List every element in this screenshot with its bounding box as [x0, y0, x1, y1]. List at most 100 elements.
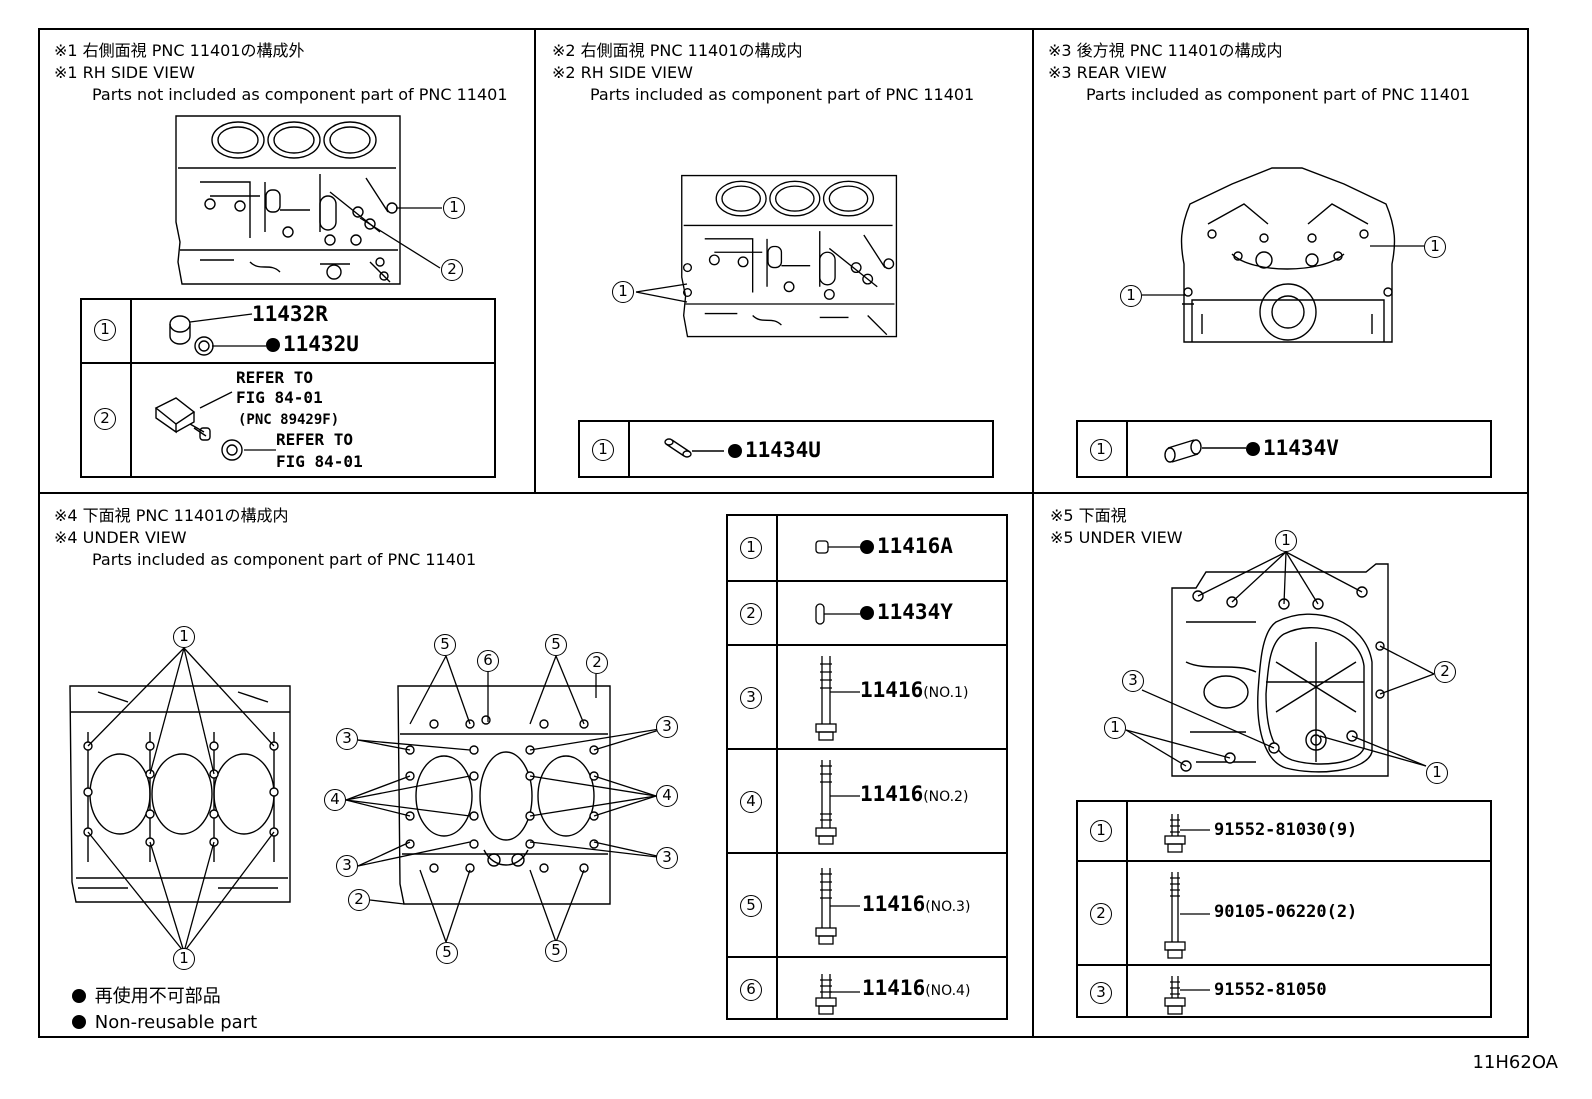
stud-bolt-icon [815, 656, 860, 741]
plug-icon [815, 603, 860, 625]
part-number-90105-06220: 90105-06220(2) [1214, 902, 1358, 922]
callout-1: 1 [173, 948, 195, 970]
callout-5: 5 [545, 634, 567, 656]
non-reusable-dot-icon [860, 540, 874, 554]
part-number-11432R: 11432R [252, 302, 328, 326]
row-number: 4 [740, 791, 762, 813]
leader-lines [189, 313, 266, 347]
callout-1: 1 [173, 626, 195, 648]
part-number-11432U: 11432U [266, 332, 359, 356]
table-row: 3 11416(NO.1) [728, 644, 1006, 750]
callout-3: 3 [656, 716, 678, 738]
panel-5-title-en: ※5 UNDER VIEW [1050, 528, 1183, 547]
table-row: 3 91552-81050 [1078, 964, 1490, 1022]
panel-2-title-jp: ※2 右側面視 PNC 11401の構成内 [552, 41, 803, 60]
parts-table-panel-5: 1 91552-81030(9) 2 90105-06220(2) 3 9155… [1076, 800, 1492, 1018]
panel-2-title-en: ※2 RH SIDE VIEW [552, 63, 693, 82]
row-number: 1 [94, 319, 116, 341]
callout-2: 2 [348, 889, 370, 911]
part-number-11416-no2: 11416(NO.2) [860, 782, 969, 806]
row-number: 2 [740, 603, 762, 625]
panel-1-desc: Parts not included as component part of … [92, 85, 508, 104]
refer-to-label: REFER TO [276, 430, 354, 449]
panel-4-caption: ※4 下面視 PNC 11401の構成内 ※4 UNDER VIEW Parts… [54, 505, 476, 571]
callout-2: 2 [586, 652, 608, 674]
row-number: 6 [740, 979, 762, 1001]
panel-1-caption: ※1 右側面視 PNC 11401の構成外 ※1 RH SIDE VIEW Pa… [54, 40, 508, 106]
leader-lines [199, 391, 276, 451]
row-number: 5 [740, 895, 762, 917]
panel-3-caption: ※3 後方視 PNC 11401の構成内 ※3 REAR VIEW Parts … [1048, 40, 1470, 106]
table-row: 4 11416(NO.2) [728, 748, 1006, 854]
plug-icon [1164, 439, 1246, 463]
refer-to-label: REFER TO [236, 368, 314, 387]
legend-jp: 再使用不可部品 [94, 986, 221, 1007]
non-reusable-dot-icon [72, 1015, 86, 1029]
pnc-reference: (PNC 89429F) [238, 412, 340, 428]
fig-reference: FIG 84-01 [276, 452, 363, 471]
panel-2-desc: Parts included as component part of PNC … [590, 85, 975, 104]
callout-1: 1 [1104, 717, 1126, 739]
part-number-11434Y: 11434Y [860, 600, 953, 624]
engine-block-rh-side-drawing [681, 174, 898, 338]
divider [38, 492, 1529, 494]
divider [534, 28, 536, 493]
row-number: 1 [1090, 439, 1112, 461]
callout-6: 6 [477, 650, 499, 672]
panel-4-desc: Parts included as component part of PNC … [92, 550, 477, 569]
part-number-11416A: 11416A [860, 534, 953, 558]
table-row: 2 90105-06220(2) [1078, 860, 1490, 966]
row-number: 1 [740, 537, 762, 559]
engine-block-rh-side-drawing [175, 115, 401, 285]
callout-5: 5 [436, 942, 458, 964]
panel-2-caption: ※2 右側面視 PNC 11401の構成内 ※2 RH SIDE VIEW Pa… [552, 40, 974, 106]
parts-table-panel-4: 1 11416A 2 11434Y 3 11416(NO.1) 4 11416(… [726, 514, 1008, 1020]
row-number: 1 [1090, 820, 1112, 842]
row-number: 2 [1090, 903, 1112, 925]
non-reusable-dot-icon [860, 606, 874, 620]
part-number-11416-no1: 11416(NO.1) [860, 678, 969, 702]
row-number: 1 [592, 439, 614, 461]
callout-1: 1 [1424, 236, 1446, 258]
fig-reference: FIG 84-01 [236, 388, 323, 407]
table-row: 5 11416(NO.3) [728, 852, 1006, 958]
table-row: 1 91552-81030(9) [1078, 802, 1490, 860]
part-number-11416-no3: 11416(NO.3) [862, 892, 971, 916]
stud-bolt-icon [815, 868, 860, 945]
non-reusable-dot-icon [1246, 442, 1260, 456]
callout-3: 3 [1122, 670, 1144, 692]
parts-table-panel-2: 1 11434U [578, 420, 994, 478]
table-row: 2 11434Y [728, 580, 1006, 646]
divider [1032, 28, 1034, 1038]
row-number: 3 [1090, 982, 1112, 1004]
part-number-91552-81030: 91552-81030(9) [1214, 820, 1358, 840]
callout-1: 1 [612, 281, 634, 303]
part-number-11434V: 11434V [1246, 436, 1339, 460]
callout-1: 1 [1275, 530, 1297, 552]
callout-5: 5 [434, 634, 456, 656]
non-reusable-dot-icon [728, 444, 742, 458]
table-row: 1 11432R 11432U [82, 300, 494, 362]
parts-table-panel-3: 1 11434V [1076, 420, 1492, 478]
part-number-91552-81050: 91552-81050 [1214, 980, 1327, 1000]
panel-3-desc: Parts included as component part of PNC … [1086, 85, 1471, 104]
stud-bolt-icon [815, 760, 860, 845]
callout-3: 3 [656, 847, 678, 869]
plug-icon [664, 438, 724, 458]
callout-4: 4 [656, 785, 678, 807]
part-number-11416-no4: 11416(NO.4) [862, 976, 971, 1000]
table-row: 1 11416A [728, 516, 1006, 580]
table-row: 2 REFER TO FIG 84-01 (PNC 89429F) REFER … [82, 362, 494, 478]
panel-5-caption: ※5 下面視 ※5 UNDER VIEW [1050, 505, 1183, 549]
panel-3-title-en: ※3 REAR VIEW [1048, 63, 1167, 82]
callout-1: 1 [443, 197, 465, 219]
panel-5-title-jp: ※5 下面視 [1050, 506, 1127, 525]
panel-3-title-jp: ※3 後方視 PNC 11401の構成内 [1048, 41, 1283, 60]
parts-table-panel-1: 1 11432R 11432U 2 REFER TO FIG 84-01 (PN… [80, 298, 496, 478]
callout-2: 2 [441, 259, 463, 281]
